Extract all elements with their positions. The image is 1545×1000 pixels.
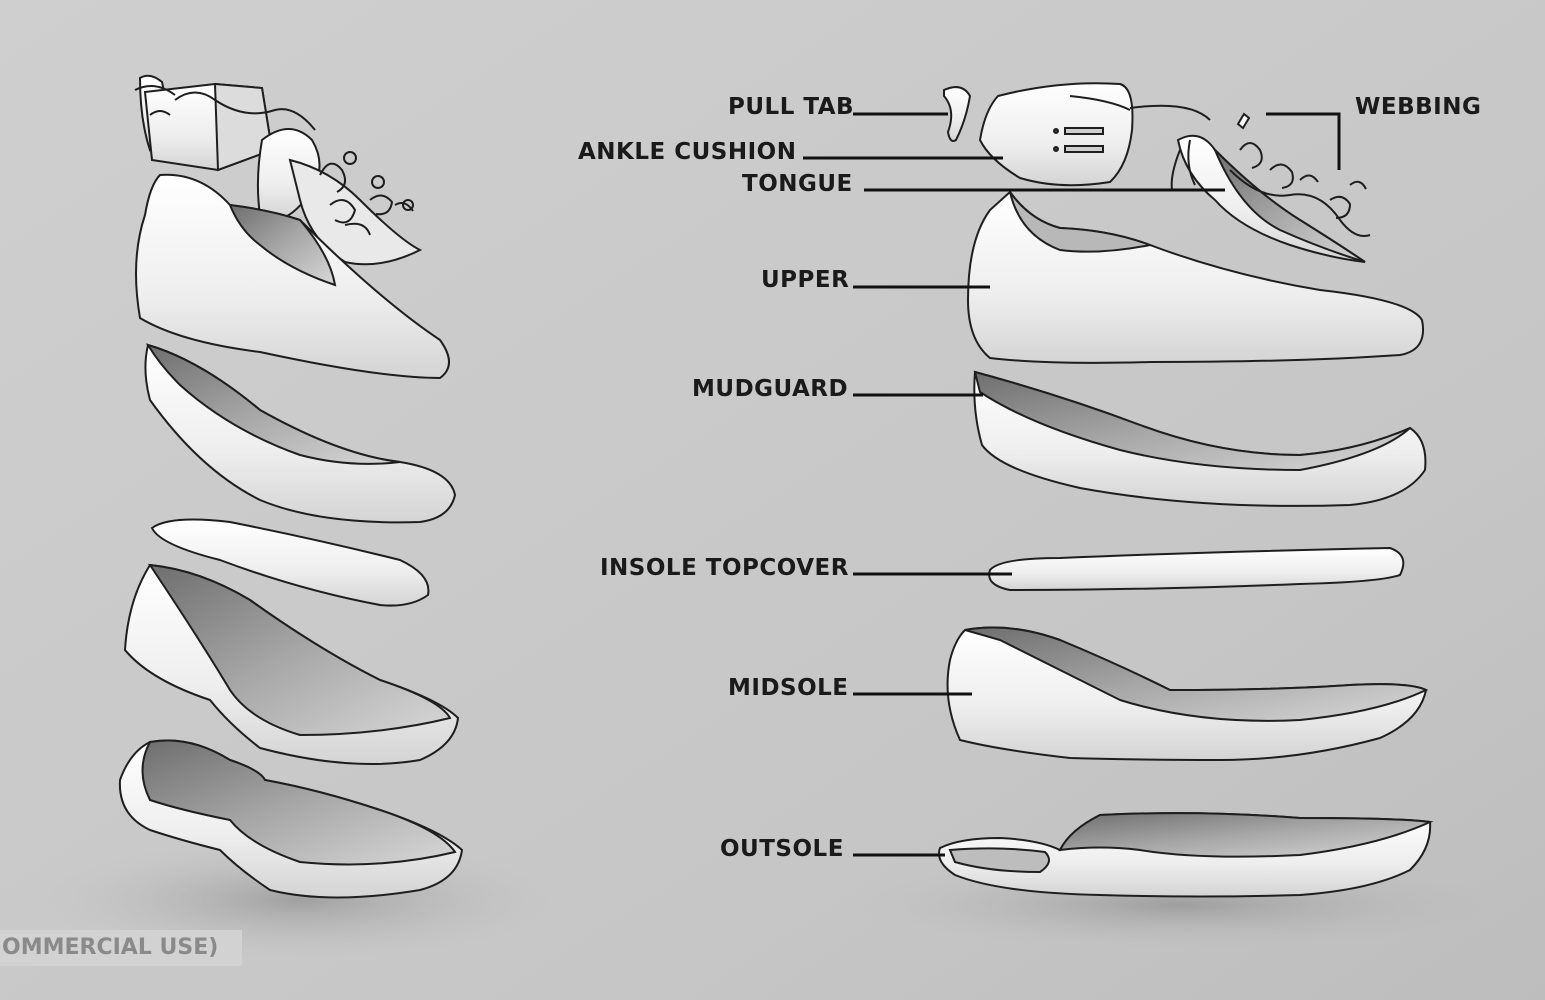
label-mudguard: MUDGUARD: [692, 376, 848, 402]
pull-tab-part: [943, 86, 972, 142]
label-pull-tab: PULL TAB: [728, 94, 854, 120]
leader-webbing: [1266, 112, 1341, 170]
label-ankle-cushion: ANKLE CUSHION: [578, 139, 796, 165]
right-shoe-exploded-view: [938, 82, 1434, 898]
ankle-cushion-detail: [1064, 127, 1104, 135]
insole-topcover-part: [988, 546, 1405, 592]
label-midsole: MIDSOLE: [728, 675, 849, 701]
labels-and-leaders: PULL TAB ANKLE CUSHION TONGUE WEBBING UP…: [578, 94, 1481, 862]
webbing-laces: [1170, 112, 1371, 237]
ankle-cushion-part: [978, 82, 1134, 187]
ankle-cushion-detail: [1064, 145, 1104, 153]
left-top-components: [134, 74, 423, 266]
watermark-text: OMMERCIAL USE): [0, 930, 242, 966]
label-webbing: WEBBING: [1355, 94, 1481, 120]
left-insole-part: [150, 518, 430, 607]
left-shoe-exploded-view: [118, 74, 464, 899]
label-tongue: TONGUE: [742, 171, 853, 197]
label-upper: UPPER: [761, 267, 849, 293]
label-insole-topcover: INSOLE TOPCOVER: [600, 555, 849, 581]
label-outsole: OUTSOLE: [720, 836, 844, 862]
